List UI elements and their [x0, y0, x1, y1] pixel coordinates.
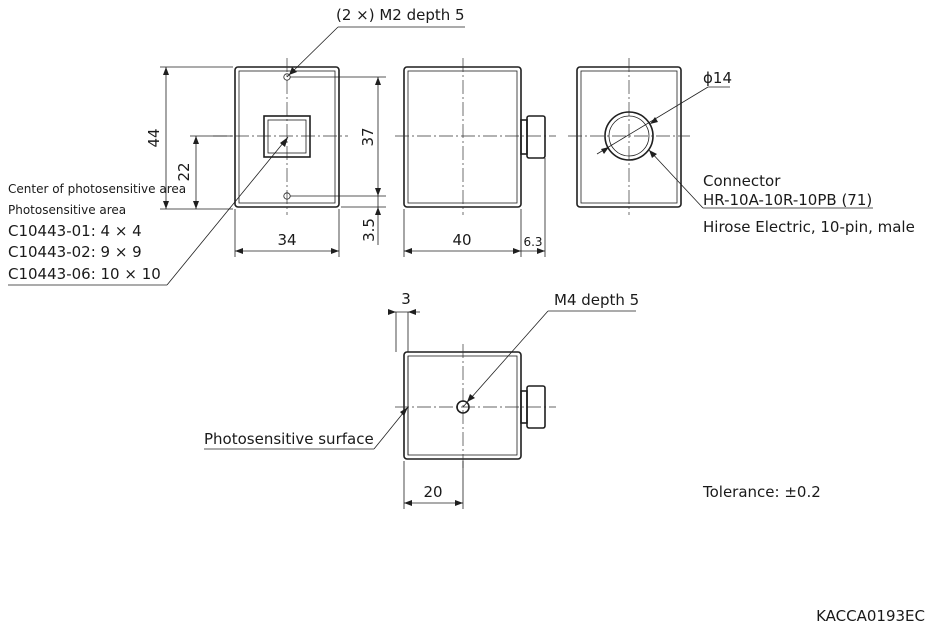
arrow-34-right	[331, 248, 339, 254]
photosensitive-window	[263, 115, 311, 158]
arrow-3-left	[388, 309, 396, 315]
model-06-label: C10443-06: 10 × 10	[8, 265, 161, 283]
photo-surface-leader-arrow	[400, 407, 408, 416]
connector-outer-circle	[604, 111, 654, 161]
drawing-code-label: KACCA0193EC	[816, 607, 925, 625]
dim-40-label: 40	[452, 231, 471, 249]
arrow-6-3	[537, 248, 545, 254]
bottom-connector-body	[526, 385, 546, 429]
dim-34-label: 34	[277, 231, 296, 249]
m4-hole	[456, 400, 470, 414]
dim-3-5-label: 3.5	[360, 218, 378, 242]
model-02-label: C10443-02: 9 × 9	[8, 243, 142, 261]
bottom-view-inner-edge	[407, 355, 518, 456]
arrow-44-top	[163, 67, 169, 75]
front-view: 44 22 37 3.5 34 (2 ×) M2 depth 5	[8, 6, 465, 286]
m4-leader-arrow	[467, 394, 475, 402]
dim-37-label: 37	[359, 127, 377, 146]
connector-inner-circle	[608, 115, 650, 157]
arrow-44-bottom	[163, 201, 169, 209]
arrow-20-right	[455, 500, 463, 506]
m2-leader-line	[286, 26, 339, 78]
bottom-view: M4 depth 5 3 20	[204, 290, 639, 509]
connector-flange	[520, 119, 528, 155]
connector-body	[526, 115, 546, 159]
photo-area-leader-arrow	[280, 137, 288, 147]
connector-leader-line	[648, 149, 704, 209]
center-area-label: Center of photosensitive area	[8, 182, 186, 196]
connector-model: HR-10A-10R-10PB (71)	[703, 191, 872, 209]
arrow-37-top	[375, 77, 381, 85]
connector-desc: Hirose Electric, 10-pin, male	[703, 218, 915, 236]
arrow-40-left	[404, 248, 412, 254]
arrow-20-left	[404, 500, 412, 506]
dim-6-3-label: 6.3	[523, 235, 542, 249]
arrow-22-top	[193, 136, 199, 144]
bottom-view-body	[403, 351, 522, 460]
photo-area-label: Photosensitive area	[8, 203, 126, 217]
phi14-label: ϕ14	[703, 69, 732, 87]
arrow-3-5	[375, 207, 381, 215]
m4-leader-line	[462, 310, 549, 408]
dim-22-label: 22	[175, 162, 193, 181]
dim-20-label: 20	[423, 483, 442, 501]
rear-view: ϕ14	[568, 58, 873, 215]
dim-44-label: 44	[145, 128, 163, 147]
arrow-22-bottom	[193, 201, 199, 209]
arrow-3-right	[408, 309, 416, 315]
phi14-arrow-2	[650, 117, 658, 124]
model-01-label: C10443-01: 4 × 4	[8, 222, 142, 240]
arrow-34-left	[235, 248, 243, 254]
m2-callout-label: (2 ×) M2 depth 5	[336, 6, 465, 24]
side-view-inner-edge	[407, 70, 518, 204]
m4-callout-label: M4 depth 5	[554, 291, 639, 309]
photo-surface-label: Photosensitive surface	[204, 430, 374, 448]
connector-title: Connector	[703, 172, 781, 190]
photosensitive-window-inner	[267, 119, 307, 154]
arrow-40-right	[513, 248, 521, 254]
m2-leader-arrow	[289, 67, 297, 75]
phi14-arrow-1	[601, 147, 609, 154]
side-view: 40 6.3	[395, 58, 556, 257]
side-view-body	[403, 66, 522, 208]
dim-3-label: 3	[401, 290, 411, 308]
connector-leader-arrow	[649, 150, 657, 158]
arrow-37-bottom	[375, 188, 381, 196]
photo-area-leader-line	[166, 136, 289, 286]
tolerance-label: Tolerance: ±0.2	[702, 483, 821, 501]
